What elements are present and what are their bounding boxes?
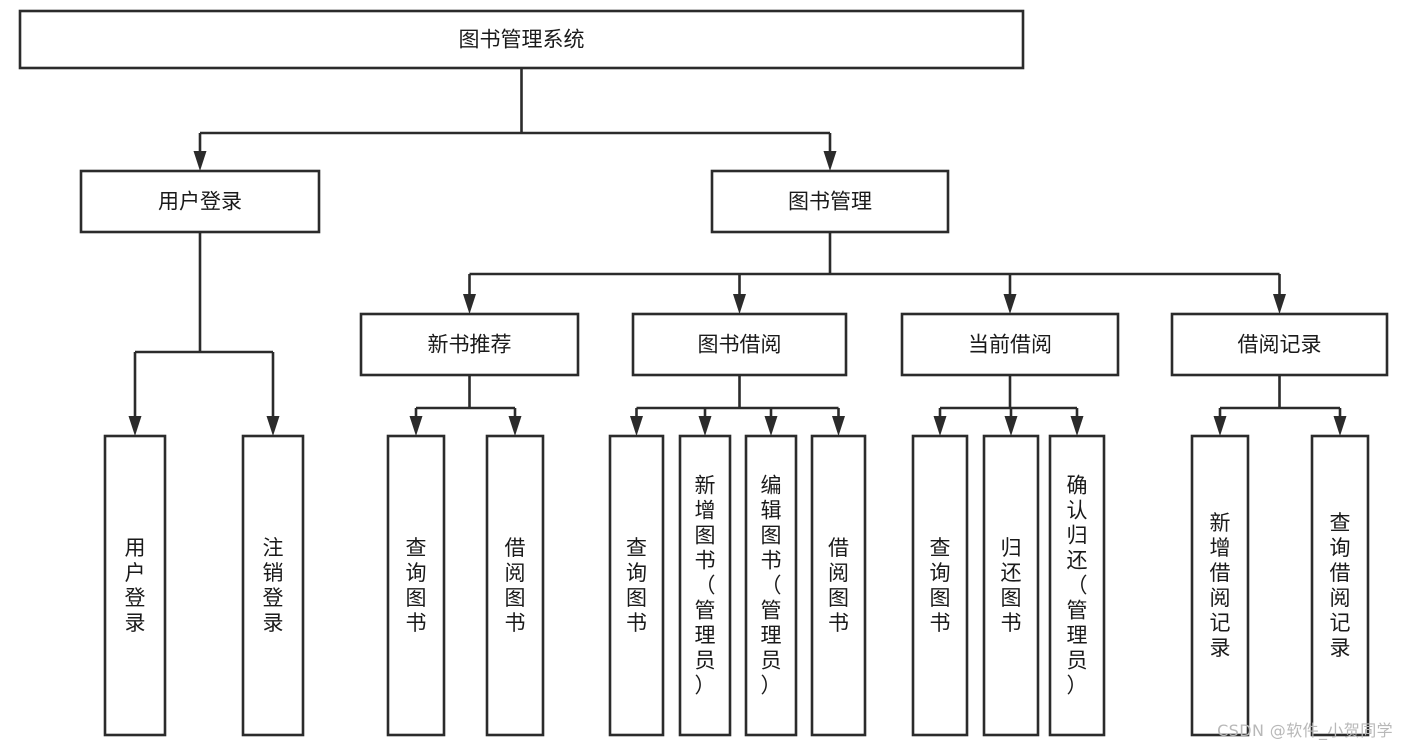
arrowhead-icon (1273, 294, 1286, 314)
node-rect (1170, 312, 1389, 377)
arrowhead-icon (1070, 416, 1084, 436)
node-book-management[interactable]: 图书管理 (710, 169, 950, 234)
node-label: 借阅记录 (1238, 333, 1322, 357)
node-book-borrow[interactable]: 图书借阅 (631, 312, 848, 377)
node-label: 借阅图书 (505, 536, 526, 635)
node-borrow-record[interactable]: 借阅记录 (1170, 312, 1389, 377)
arrowhead-icon (1213, 416, 1227, 436)
node-rect (18, 9, 1025, 70)
node-label: 新增图书（管理员） (695, 474, 716, 698)
node-query-book-2[interactable]: 查询图书 (608, 434, 665, 737)
node-label: 查询图书 (930, 536, 951, 635)
arrowhead-icon (698, 416, 712, 436)
node-rect (1048, 434, 1106, 737)
node-current-borrow[interactable]: 当前借阅 (900, 312, 1120, 377)
arrowhead-icon (266, 416, 280, 436)
node-user-logout-leaf[interactable]: 注销登录 (241, 434, 305, 737)
node-rect (103, 434, 167, 737)
arrowhead-icon (409, 416, 423, 436)
node-rect (900, 312, 1120, 377)
arrowhead-icon (508, 416, 522, 436)
node-rect (485, 434, 545, 737)
node-rect (982, 434, 1040, 737)
node-label: 查询图书 (626, 536, 647, 635)
arrowhead-icon (128, 416, 142, 436)
arrowhead-icon (1003, 294, 1017, 314)
node-borrow-book-2[interactable]: 借阅图书 (810, 434, 867, 737)
node-root[interactable]: 图书管理系统 (18, 9, 1025, 70)
node-label: 新增借阅记录 (1210, 511, 1231, 660)
arrowhead-icon (733, 294, 746, 314)
node-label: 用户登录 (125, 536, 146, 635)
node-label: 确认归还（管理员） (1067, 474, 1088, 698)
node-rect (359, 312, 580, 377)
node-return-book[interactable]: 归还图书 (982, 434, 1040, 737)
arrowhead-icon (630, 416, 643, 436)
node-query-book-1[interactable]: 查询图书 (386, 434, 446, 737)
node-label: 用户登录 (158, 190, 242, 214)
arrowhead-icon (1004, 416, 1018, 436)
node-label: 图书借阅 (698, 333, 782, 357)
node-user-login-leaf[interactable]: 用户登录 (103, 434, 167, 737)
node-layer: 图书管理系统用户登录用户登录注销登录图书管理新书推荐查询图书借阅图书图书借阅查询… (18, 9, 1389, 737)
node-label: 注销登录 (263, 536, 284, 635)
arrowhead-icon (823, 151, 837, 171)
node-borrow-book-1[interactable]: 借阅图书 (485, 434, 545, 737)
node-label: 查询借阅记录 (1330, 511, 1351, 660)
node-rect (608, 434, 665, 737)
node-query-borrow-record[interactable]: 查询借阅记录 (1310, 434, 1370, 737)
node-add-book-admin[interactable]: 新增图书（管理员） (678, 434, 732, 737)
arrowhead-icon (933, 416, 947, 436)
node-label: 归还图书 (1001, 536, 1022, 635)
node-user-login[interactable]: 用户登录 (79, 169, 321, 234)
connector-layer (128, 68, 1347, 436)
node-rect (810, 434, 867, 737)
node-rect (386, 434, 446, 737)
node-add-borrow-record[interactable]: 新增借阅记录 (1190, 434, 1250, 737)
node-label: 当前借阅 (968, 333, 1052, 357)
node-rect (1310, 434, 1370, 737)
node-rect (1190, 434, 1250, 737)
node-label: 图书管理 (788, 190, 872, 214)
node-label: 借阅图书 (828, 536, 849, 635)
node-new-book-recommend[interactable]: 新书推荐 (359, 312, 580, 377)
node-rect (241, 434, 305, 737)
node-rect (631, 312, 848, 377)
node-label: 新书推荐 (428, 333, 512, 357)
node-rect (79, 169, 321, 234)
node-confirm-return-admin[interactable]: 确认归还（管理员） (1048, 434, 1106, 737)
node-rect (911, 434, 969, 737)
node-label: 编辑图书（管理员） (761, 474, 782, 698)
arrowhead-icon (463, 294, 476, 314)
node-query-book-3[interactable]: 查询图书 (911, 434, 969, 737)
node-rect (744, 434, 798, 737)
arrowhead-icon (193, 151, 207, 171)
node-edit-book-admin[interactable]: 编辑图书（管理员） (744, 434, 798, 737)
node-rect (678, 434, 732, 737)
node-label: 图书管理系统 (459, 28, 585, 52)
arrowhead-icon (1333, 416, 1347, 436)
node-rect (710, 169, 950, 234)
arrowhead-icon (832, 416, 845, 436)
node-label: 查询图书 (406, 536, 427, 635)
arrowhead-icon (764, 416, 778, 436)
